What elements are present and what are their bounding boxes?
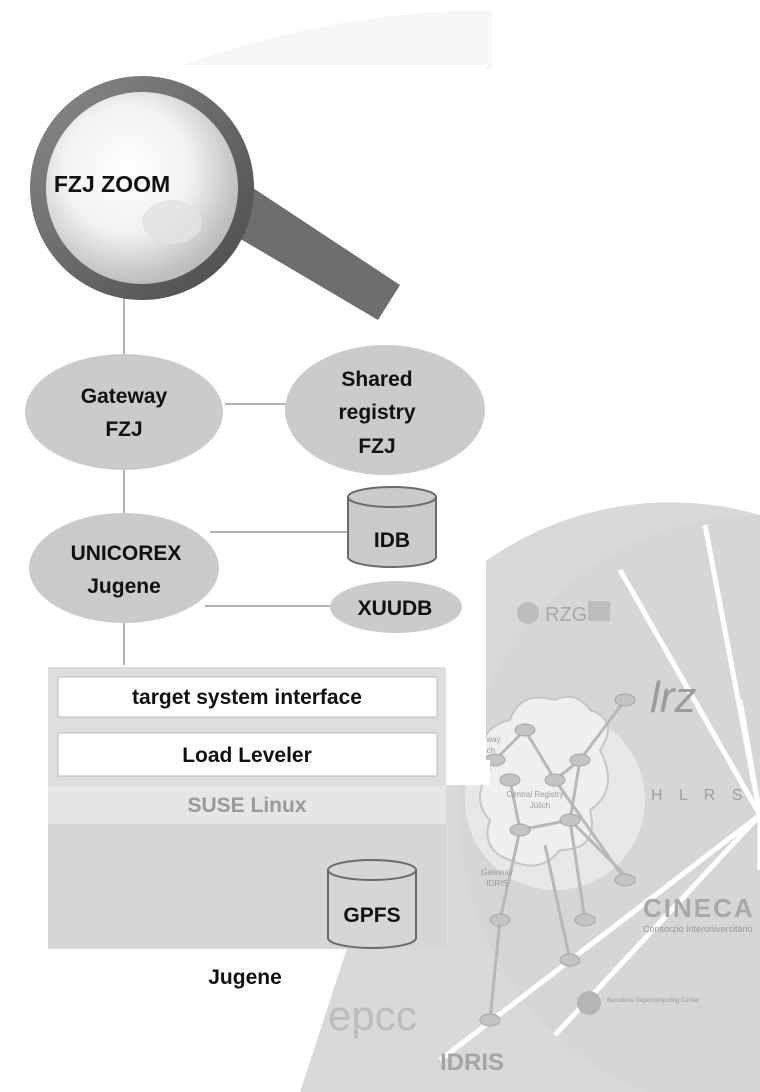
shared-registry-line1: Shared (341, 368, 412, 391)
magnifier-icon (30, 76, 400, 320)
shared-registry-node (285, 345, 485, 475)
gateway-node (25, 354, 223, 470)
svg-text:Jülich: Jülich (530, 801, 550, 810)
svg-text:Central Registry: Central Registry (506, 790, 563, 799)
rzg-logo: RZG (517, 601, 610, 626)
gateway-label-line1: Gateway (81, 385, 168, 408)
xuudb-node (330, 581, 462, 633)
epcc-label: epcc (328, 992, 417, 1039)
cineca-sub-label: Consorzio Interuniversitario (643, 924, 753, 934)
svg-text:Gateway: Gateway (481, 868, 513, 877)
svg-text:ich: ich (485, 746, 495, 755)
rzg-label: RZG (545, 604, 587, 626)
machine-label: Jugene (208, 966, 282, 989)
tsi-label: target system interface (132, 686, 362, 709)
cineca-label: CINECA (643, 893, 755, 923)
shared-registry-line3: FZJ (358, 435, 395, 458)
gateway-idris-label: Gateway IDRIS (481, 868, 513, 888)
bsc-label: Barcelona Supercomputing Center (607, 998, 699, 1004)
loadleveler-label: Load Leveler (182, 744, 312, 767)
hlrs-label: H L R S (651, 787, 748, 804)
loadleveler-layer (57, 732, 438, 777)
tsi-layer (57, 676, 438, 718)
gateway-label-line2: FZJ (105, 418, 142, 441)
idb-database-icon (347, 486, 437, 568)
network-cloud (479, 693, 636, 1027)
idb-label: IDB (374, 529, 410, 552)
shared-registry-line2: registry (338, 401, 415, 424)
svg-text:IDRIS: IDRIS (486, 879, 507, 888)
svg-text:teway: teway (480, 735, 501, 744)
unicorex-line1: UNICOREX (71, 542, 182, 565)
zoom-label: FZJ ZOOM (54, 171, 170, 197)
idris-label: IDRIS (440, 1049, 504, 1076)
xuudb-label: XUUDB (358, 597, 433, 620)
os-label: SUSE Linux (187, 794, 306, 817)
lrz-label: lrz (650, 673, 696, 722)
central-registry-label: Central Registry Jülich (506, 790, 563, 810)
gateway-juelich-label: teway ich (480, 735, 501, 755)
bsc-logo: Barcelona Supercomputing Center (577, 991, 699, 1015)
unicorex-node (29, 513, 219, 623)
unicorex-line2: Jugene (87, 575, 161, 598)
gpfs-label: GPFS (343, 904, 400, 927)
gpfs-database-icon (327, 859, 417, 949)
